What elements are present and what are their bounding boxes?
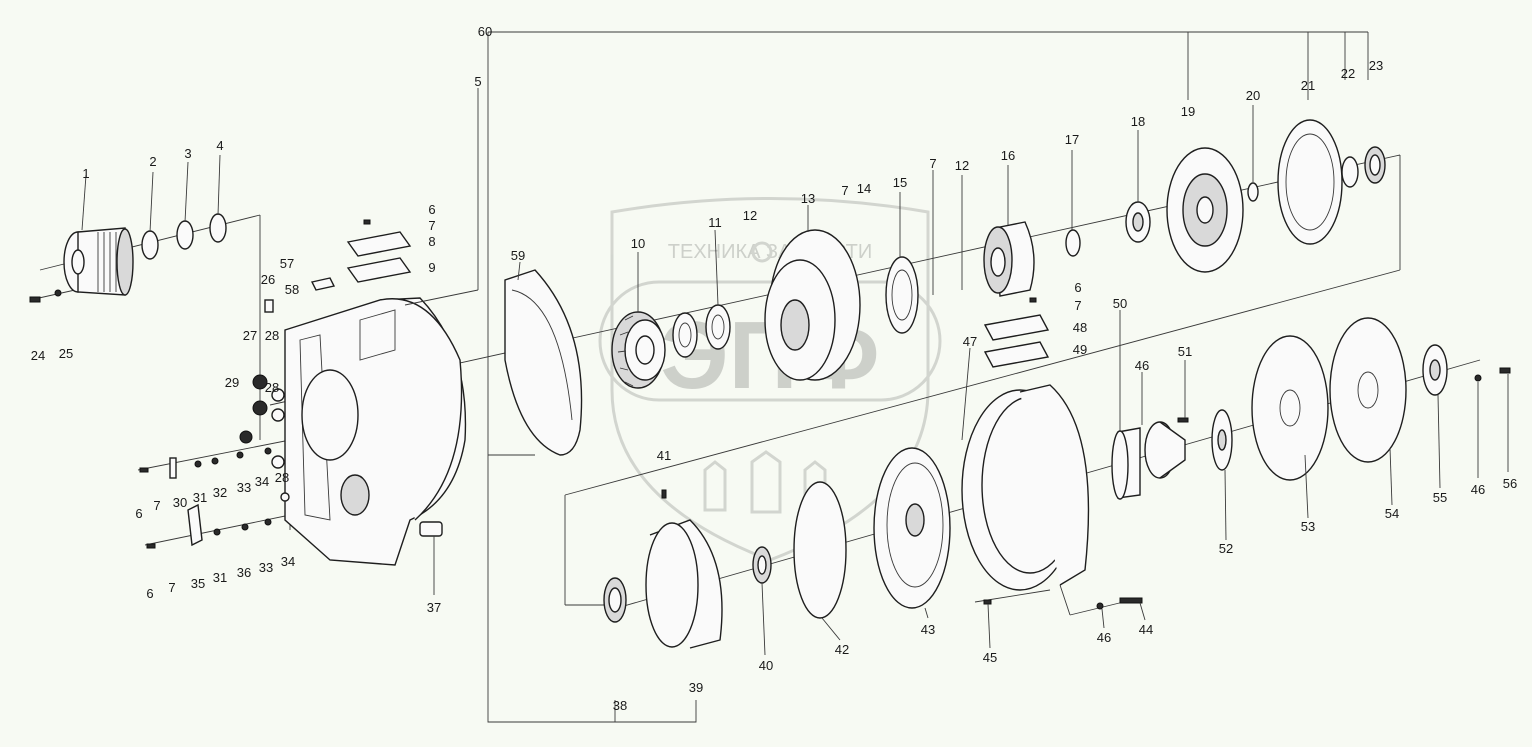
parts-52-56-flex-plates (1211, 317, 1511, 481)
callout-17: 17 (1065, 132, 1079, 147)
part-5-main-housing (239, 297, 467, 566)
callout-22: 22 (1341, 66, 1355, 81)
callout-47: 47 (963, 334, 977, 349)
callout-10: 10 (631, 236, 645, 251)
callout-8: 8 (428, 234, 435, 249)
callout-6b: 6 (1074, 280, 1081, 295)
callout-32: 32 (213, 485, 227, 500)
callout-27: 27 (243, 328, 257, 343)
bracket-60 (487, 31, 1369, 723)
callout-59: 59 (511, 248, 525, 263)
callout-44: 44 (1139, 622, 1153, 637)
callout-46c: 46 (1471, 482, 1485, 497)
callout-7e: 7 (153, 498, 160, 513)
callout-18: 18 (1131, 114, 1145, 129)
callout-14: 14 (857, 181, 871, 196)
callout-11: 11 (708, 215, 722, 230)
callout-20: 20 (1246, 88, 1260, 103)
callout-33b: 33 (259, 560, 273, 575)
part-59-gasket (504, 269, 583, 456)
callout-49: 49 (1073, 342, 1087, 357)
callout-33a: 33 (237, 480, 251, 495)
callout-15: 15 (893, 175, 907, 190)
callout-6c: 6 (135, 506, 142, 521)
callout-6a: 6 (428, 202, 435, 217)
o-rings-2-4 (141, 213, 227, 260)
callout-38: 38 (613, 698, 627, 713)
callout-57: 57 (280, 256, 294, 271)
callout-35: 35 (191, 576, 205, 591)
callout-46b: 46 (1097, 630, 1111, 645)
callout-28c: 28 (275, 470, 289, 485)
leader-lines (81, 88, 1509, 656)
callout-7f: 7 (168, 580, 175, 595)
part-1-output-flange (63, 227, 134, 296)
callout-60: 60 (478, 24, 492, 39)
callout-53: 53 (1301, 519, 1315, 534)
callout-7c: 7 (929, 156, 936, 171)
callout-37: 37 (427, 600, 441, 615)
callout-42: 42 (835, 642, 849, 657)
callout-51: 51 (1178, 344, 1192, 359)
part-11-bearings (672, 304, 731, 358)
callout-36: 36 (237, 565, 251, 580)
cover-plates-8-9 (310, 219, 412, 291)
callout-40: 40 (759, 658, 773, 673)
callout-30: 30 (173, 495, 187, 510)
callout-45: 45 (983, 650, 997, 665)
callout-26: 26 (261, 272, 275, 287)
callout-43: 43 (921, 622, 935, 637)
callout-5: 5 (474, 74, 481, 89)
callout-7d: 7 (1074, 298, 1081, 313)
callout-3: 3 (184, 146, 191, 161)
callout-48: 48 (1073, 320, 1087, 335)
callout-7a: 7 (428, 218, 435, 233)
callout-2: 2 (149, 154, 156, 169)
callout-31b: 31 (213, 570, 227, 585)
callout-6d: 6 (146, 586, 153, 601)
callout-55: 55 (1433, 490, 1447, 505)
callout-13: 13 (801, 191, 815, 206)
callout-19: 19 (1181, 104, 1195, 119)
parts-18-23-converter (1125, 119, 1386, 273)
callout-34b: 34 (281, 554, 295, 569)
callout-46a: 46 (1135, 358, 1149, 373)
callout-28a: 28 (265, 328, 279, 343)
callout-24: 24 (31, 348, 45, 363)
callout-25: 25 (59, 346, 73, 361)
callout-34a: 34 (255, 474, 269, 489)
callout-39: 39 (689, 680, 703, 695)
small-parts-30-36 (139, 447, 443, 549)
callout-4: 4 (216, 138, 223, 153)
callout-56: 56 (1503, 476, 1517, 491)
bolt-24-25 (29, 289, 62, 303)
callout-21: 21 (1301, 78, 1315, 93)
callout-23: 23 (1369, 58, 1383, 73)
callout-12b: 12 (955, 158, 969, 173)
callout-41: 41 (657, 448, 671, 463)
part-47-converter-housing (961, 297, 1090, 591)
callout-16: 16 (1001, 148, 1015, 163)
callout-12a: 12 (743, 208, 757, 223)
callout-29: 29 (225, 375, 239, 390)
callout-50: 50 (1113, 296, 1127, 311)
callout-9: 9 (428, 260, 435, 275)
callout-31a: 31 (193, 490, 207, 505)
callout-7b: 7 (841, 183, 848, 198)
callout-58: 58 (285, 282, 299, 297)
part-13-pump-housing (764, 229, 919, 381)
callout-52: 52 (1219, 541, 1233, 556)
callout-1: 1 (82, 166, 89, 181)
callout-54: 54 (1385, 506, 1399, 521)
part-10-gear (611, 311, 666, 389)
part-50-flange (1111, 417, 1189, 500)
callout-labels: 1 2 3 4 5 6 7 8 9 10 11 12 13 7 14 15 7 … (31, 24, 1517, 713)
parts-38-45-lower-row (603, 447, 1143, 649)
callout-28b: 28 (265, 380, 279, 395)
part-16-pump-assembly (983, 221, 1081, 297)
